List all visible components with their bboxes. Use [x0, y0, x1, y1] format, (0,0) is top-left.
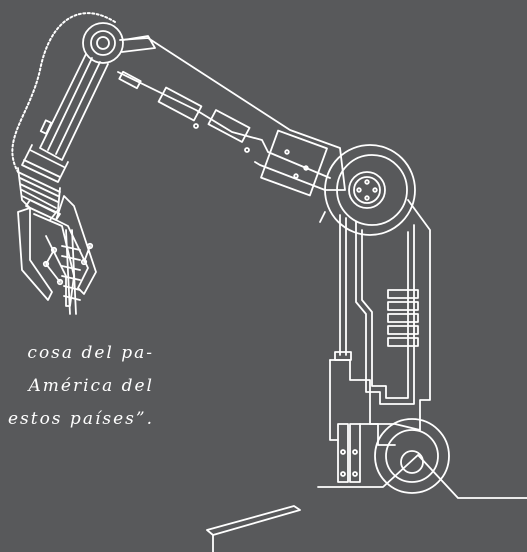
- wrist-collar: [21, 144, 69, 183]
- vent-fin-2: [387, 301, 419, 311]
- vent-fin-3: [387, 313, 419, 323]
- base-clamp-right: [349, 423, 361, 483]
- quote-line-1: cosa del pa-: [27, 343, 154, 363]
- quote-text: cosa del pa- América del estos países”.: [8, 337, 154, 436]
- base-wheel-hub: [400, 450, 424, 474]
- arm-slot-1: [157, 86, 203, 122]
- cable: [11, 12, 116, 173]
- arm-slot-3: [118, 70, 142, 90]
- gripper-rod: [65, 229, 77, 315]
- main-body-panel: [355, 221, 415, 405]
- base-wheel-mid: [385, 429, 439, 483]
- upper-arm: [119, 37, 346, 191]
- column-collar: [334, 351, 352, 361]
- gripper-finger-left: [17, 207, 53, 301]
- elbow-joint-outer: [82, 22, 124, 64]
- wrist-spring: [17, 171, 61, 213]
- platform-edge: [206, 505, 301, 536]
- forearm: [39, 53, 109, 161]
- ground-line: [317, 454, 527, 499]
- base-clamp-left: [337, 423, 349, 483]
- base-wheel-outer: [374, 418, 450, 494]
- shoulder-wheel-inner: [348, 171, 386, 209]
- gripper-finger-right: [55, 195, 97, 295]
- arm-slot-2: [207, 109, 251, 143]
- arm-joint-box: [260, 129, 328, 197]
- lower-body-left: [329, 359, 339, 441]
- vent-fin-1: [387, 289, 419, 299]
- lower-body: [329, 199, 431, 431]
- vent-fin-5: [387, 337, 419, 347]
- vent-fin-4: [387, 325, 419, 335]
- quote-line-2: América del: [28, 376, 154, 396]
- quote-line-3: estos países”.: [7, 409, 154, 429]
- shoulder-wheel-hub: [353, 176, 381, 204]
- elbow-joint-inner: [90, 30, 116, 56]
- forearm-tab: [39, 119, 53, 135]
- gripper-base: [25, 199, 61, 221]
- shoulder-wheel-mid: [336, 154, 408, 226]
